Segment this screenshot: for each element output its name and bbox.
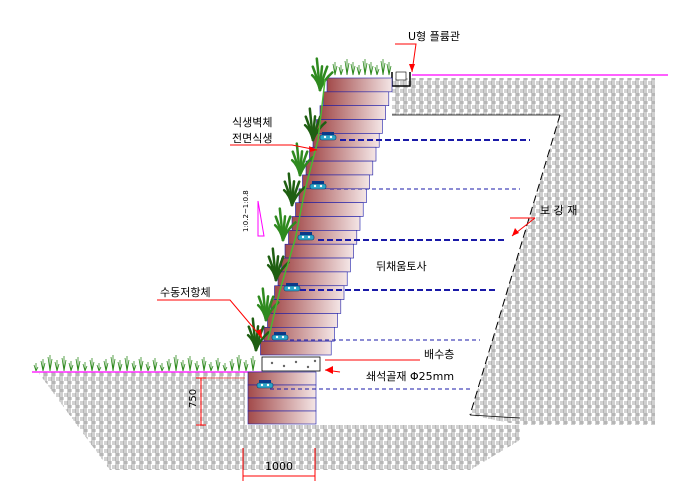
grass-tuft: [236, 355, 242, 372]
grass-tuft: [33, 363, 39, 372]
grass-tuft: [362, 59, 368, 76]
wall-block: [323, 91, 390, 106]
plant-icon: [273, 207, 297, 242]
backfill-zone: [320, 115, 560, 415]
grass-tuft: [250, 356, 256, 372]
grass-tuft: [386, 62, 392, 76]
grass-tuft: [117, 360, 123, 372]
wall-block: [284, 243, 354, 259]
plant-icon: [290, 142, 314, 177]
dimension-height-label: 750: [188, 389, 199, 408]
wall-block: [267, 313, 338, 328]
foundation-block: [247, 410, 317, 425]
grass-tuft: [138, 357, 144, 372]
grass-tuft: [208, 362, 214, 372]
grass-tuft: [124, 356, 130, 372]
grass-tuft: [194, 361, 200, 372]
slope-ratio-label: 1:0.2~1:0.8: [242, 190, 250, 232]
grass-tuft: [61, 356, 67, 372]
grass-tuft: [215, 358, 221, 372]
wall-block: [270, 299, 342, 314]
reinforcement-label: 보 강 재: [540, 204, 577, 217]
backfill-bottom-line: [469, 414, 521, 419]
wall-block: [316, 119, 383, 134]
wall-block: [260, 340, 332, 356]
grass-tuft: [96, 363, 102, 372]
drain-pipe-icons: [256, 132, 337, 389]
drain-pipe-icon: [283, 283, 301, 292]
grass-tuft: [187, 356, 193, 372]
grass-tuft: [350, 62, 356, 76]
water-resist-label: 수동저항체: [160, 286, 211, 299]
grass-tuft: [75, 357, 81, 372]
wall-block: [305, 160, 374, 176]
dimension-width-label: 1000: [265, 460, 293, 473]
veg-wall-label-2: 전면식생: [232, 132, 272, 145]
grass-tuft: [40, 359, 46, 372]
grass-tuft: [68, 361, 74, 372]
drain-pipe-icon: [309, 181, 327, 190]
leader-lines: [157, 43, 536, 373]
grass-tuft: [332, 62, 338, 76]
wall-block: [309, 146, 377, 162]
grass-tuft: [356, 65, 362, 76]
grass-tuft: [380, 59, 386, 76]
ground-grass: [33, 59, 392, 372]
grass-tuft: [368, 62, 374, 76]
grass-tuft: [222, 363, 228, 372]
wall-block: [298, 188, 367, 203]
grass-tuft: [229, 359, 235, 372]
grass-tuft: [110, 355, 116, 372]
grass-tuft: [159, 363, 165, 372]
plant-icon: [303, 107, 327, 142]
grass-tuft: [180, 360, 186, 372]
foundation-soil: [38, 372, 520, 470]
u-flume-label: U형 플륨관: [408, 30, 460, 43]
wall-block: [319, 105, 386, 120]
veg-wall-label-1: 식생벽체: [232, 116, 272, 129]
grass-tuft: [89, 358, 95, 372]
vegetation-wall-blocks: [247, 77, 393, 425]
grass-tuft: [374, 65, 380, 76]
grass-tuft: [166, 359, 172, 372]
drain-layer: [261, 356, 321, 372]
vine-line: [267, 79, 326, 341]
wall-block: [326, 77, 393, 93]
plant-icons: [246, 57, 334, 352]
plant-icon: [246, 317, 270, 352]
drain-pipe-icon: [297, 232, 315, 241]
grass-tuft: [152, 358, 158, 372]
failure-line: [469, 114, 561, 416]
grass-tuft: [82, 362, 88, 372]
grass-tuft: [173, 355, 179, 372]
drain-layer-label: 배수층: [424, 348, 454, 361]
leader-arrows: [256, 64, 519, 374]
grass-tuft: [344, 59, 350, 76]
crushed-stone-label: 쇄석골재 Φ25mm: [366, 370, 454, 383]
dimension-width: 1000: [242, 448, 316, 481]
reinforcement-lines: [270, 139, 530, 390]
foundation-block: [247, 397, 317, 412]
drain-pipe-icon: [319, 132, 337, 141]
drain-pipe-icon: [271, 332, 289, 341]
wall-block: [295, 202, 364, 217]
grass-tuft: [47, 355, 53, 372]
grass-tuft: [338, 65, 344, 76]
dimension-height: 750: [188, 377, 245, 426]
backfill-label: 뒤채움토사: [376, 260, 427, 273]
retained-soil: [392, 78, 655, 425]
grass-tuft: [201, 357, 207, 372]
grass-tuft: [145, 362, 151, 372]
wall-block: [281, 257, 351, 273]
plant-icon: [266, 247, 290, 282]
wall-block: [291, 216, 361, 231]
grass-tuft: [54, 360, 60, 372]
grass-tuft: [103, 359, 109, 372]
slope-ratio-mark: 1:0.2~1:0.8: [242, 190, 265, 237]
plant-icon: [282, 172, 306, 207]
grass-tuft: [131, 361, 137, 372]
grass-tuft: [243, 360, 249, 372]
drain-pipe-icon: [256, 380, 274, 389]
